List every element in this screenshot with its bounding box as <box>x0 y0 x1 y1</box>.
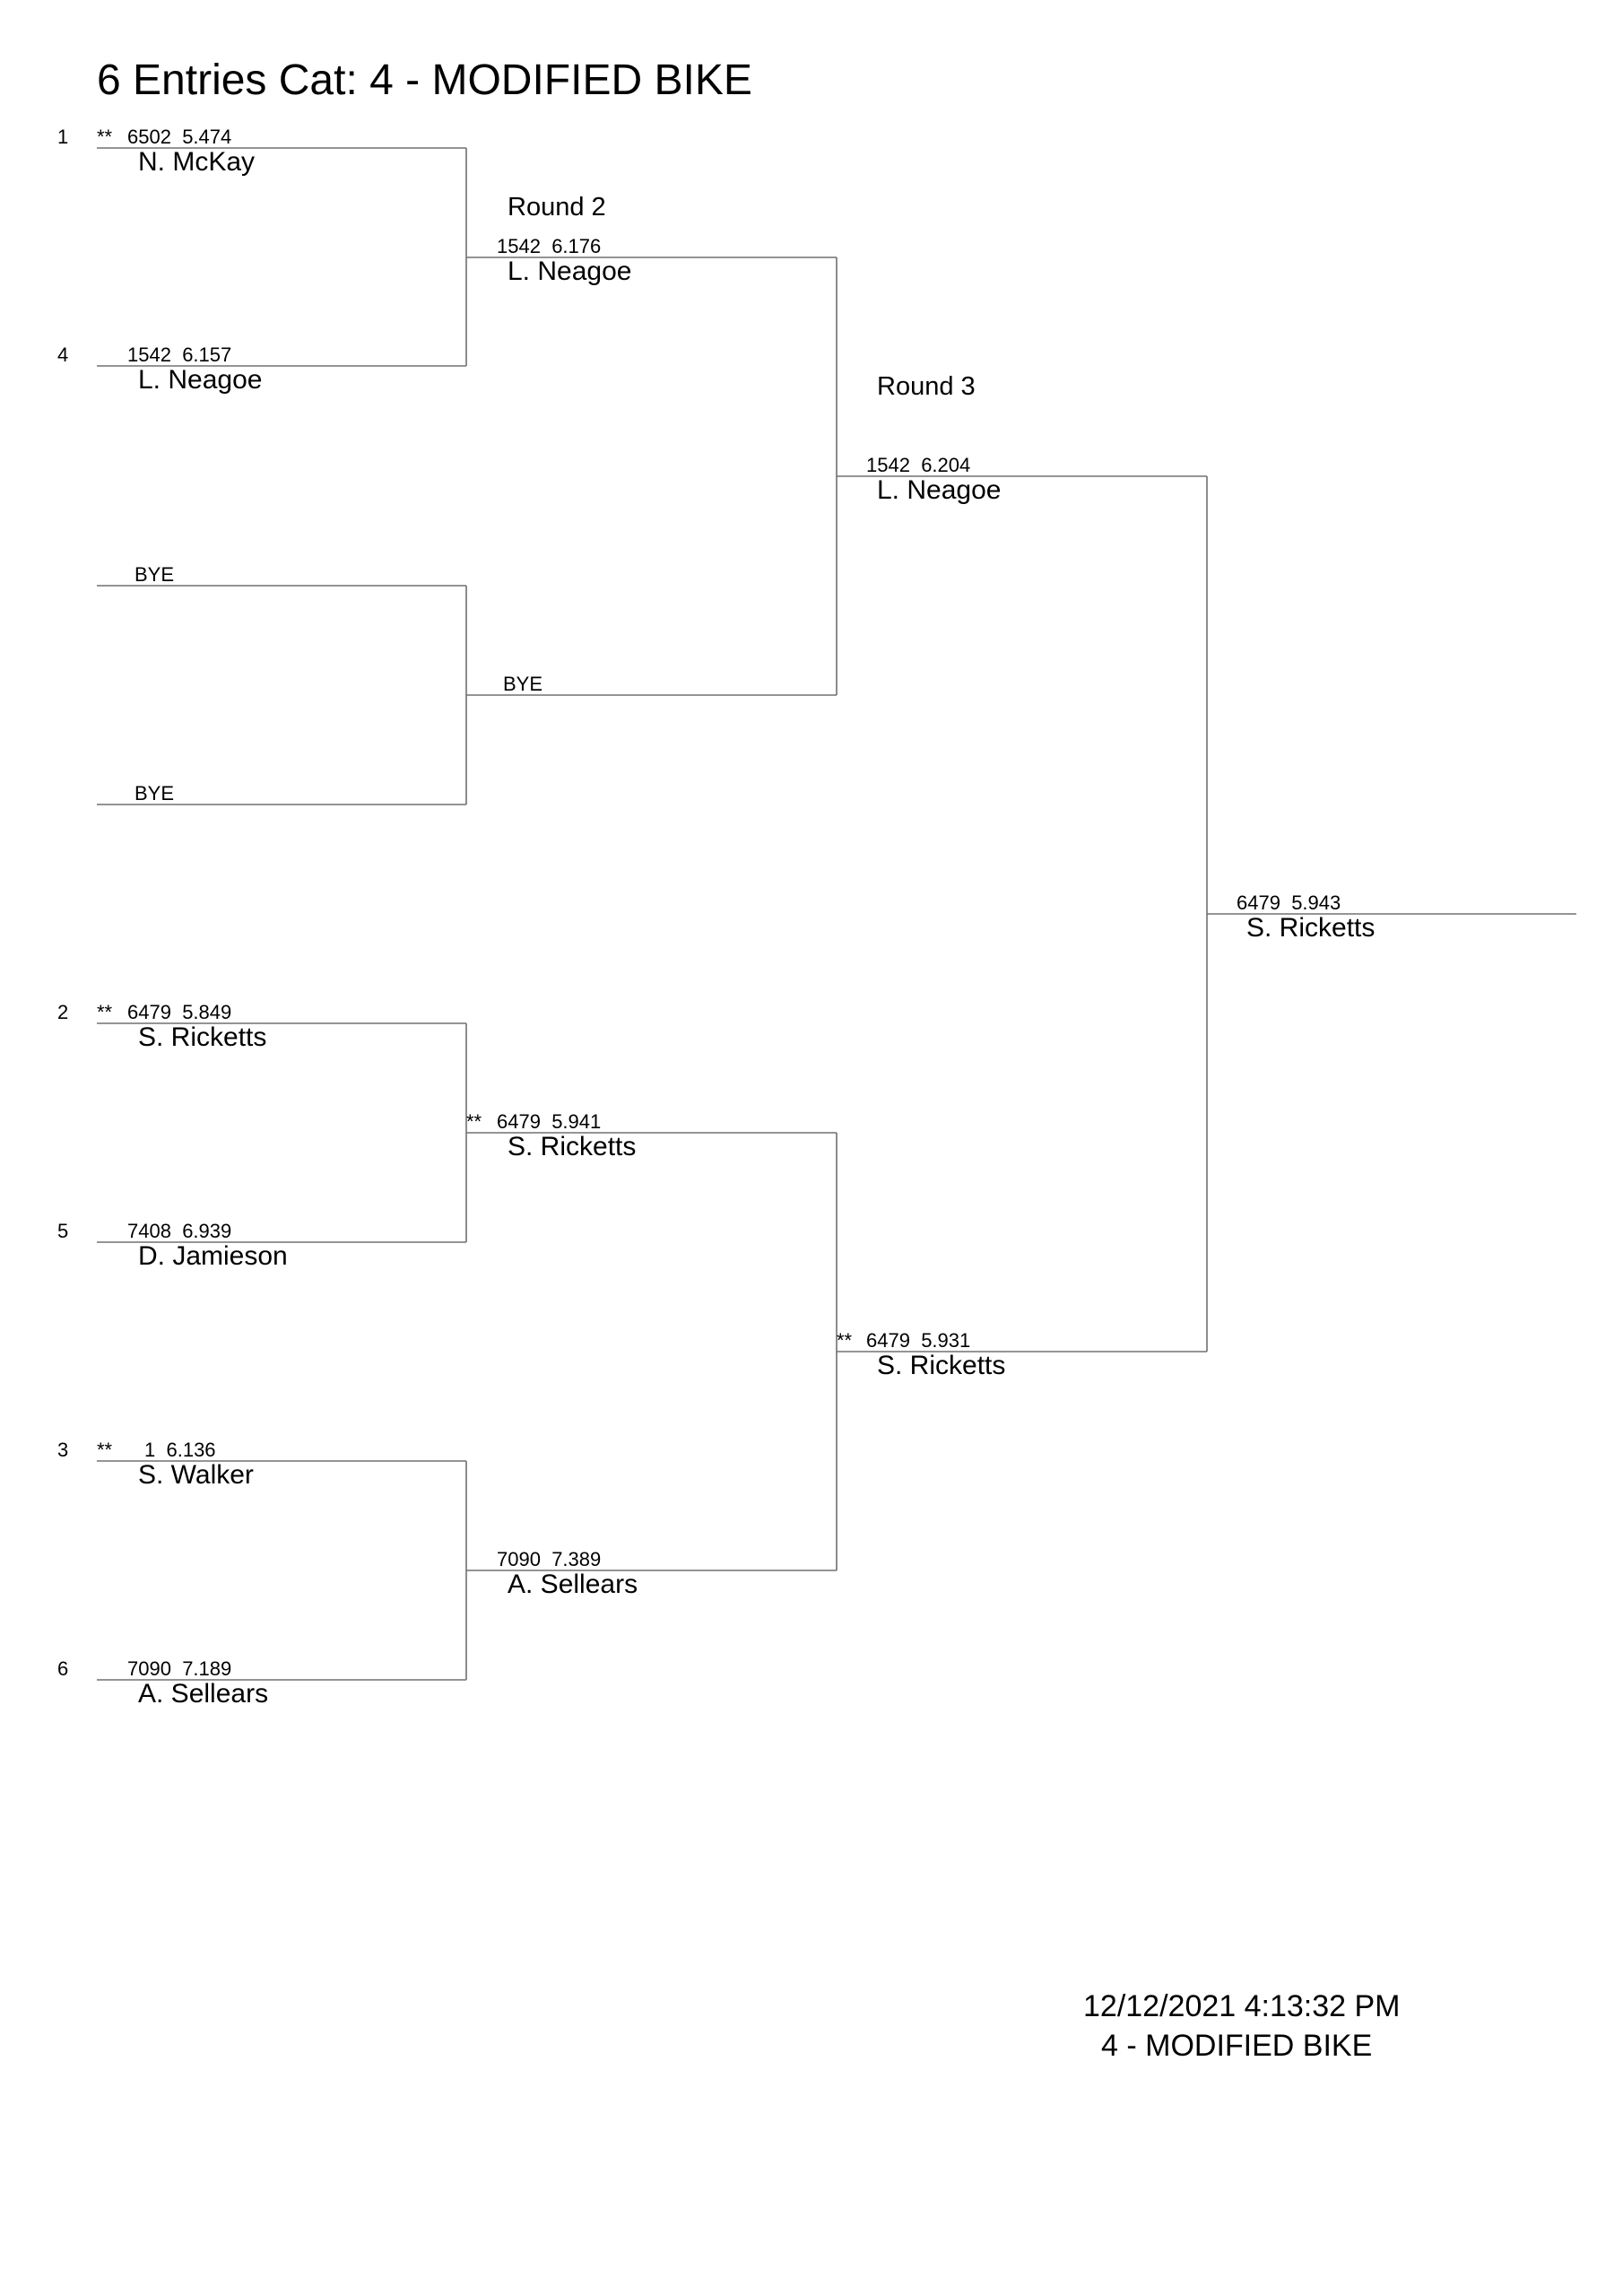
entry-flag: ** <box>97 1001 113 1023</box>
bye-label: BYE <box>503 673 543 695</box>
entry-time: 5.849 <box>182 1001 232 1023</box>
entry-number-time: 6479 5.941 <box>497 1110 601 1134</box>
round3-label: Round 3 <box>877 372 976 401</box>
entry-number: 6479 <box>127 1001 171 1023</box>
seed-number: 4 <box>57 344 69 366</box>
entry-time: 5.474 <box>182 126 232 148</box>
entry-name: A. Sellears <box>508 1570 638 1599</box>
entry-name: L. Neagoe <box>138 365 263 395</box>
entry-number: 6479 <box>1237 891 1280 914</box>
entry-number: 7090 <box>497 1548 541 1570</box>
entry-time: 6.157 <box>182 344 232 366</box>
entry-time: 5.943 <box>1291 891 1341 914</box>
entry-number-time: 6479 5.849 <box>127 1001 231 1024</box>
entry-number-time: 6479 5.931 <box>866 1329 970 1352</box>
entry-flag: ** <box>97 126 113 148</box>
seed-number: 2 <box>57 1001 69 1023</box>
entry-number: 7408 <box>127 1220 171 1242</box>
entry-flag: ** <box>466 1110 482 1133</box>
entry-number: 1 <box>144 1439 156 1461</box>
entry-name: D. Jamieson <box>138 1241 288 1271</box>
entry-time: 6.136 <box>166 1439 216 1461</box>
footer-category: 4 - MODIFIED BIKE <box>1101 2029 1373 2063</box>
entry-time: 7.389 <box>551 1548 602 1570</box>
entry-time: 6.204 <box>921 454 971 476</box>
entry-number-time: 1542 6.204 <box>866 454 970 477</box>
entry-number: 1542 <box>866 454 910 476</box>
entry-name: N. McKay <box>138 147 256 177</box>
entry-time: 5.941 <box>551 1110 602 1133</box>
entry-name: L. Neagoe <box>508 257 632 286</box>
entry-name: L. Neagoe <box>877 475 1002 505</box>
entry-number-time: 1 6.136 <box>144 1439 216 1462</box>
entry-name: S. Walker <box>138 1460 254 1490</box>
entry-number: 6479 <box>497 1110 541 1133</box>
entry-number-time: 1542 6.157 <box>127 344 231 367</box>
entry-number-time: 7408 6.939 <box>127 1220 231 1243</box>
entry-number: 6502 <box>127 126 171 148</box>
entry-name: S. Ricketts <box>1246 913 1376 943</box>
entry-number-time: 1542 6.176 <box>497 235 601 258</box>
bye-label: BYE <box>135 563 175 586</box>
entry-name: S. Ricketts <box>138 1022 267 1052</box>
entry-flag: ** <box>837 1329 853 1352</box>
footer-timestamp: 12/12/2021 4:13:32 PM <box>1083 1989 1401 2023</box>
seed-number: 5 <box>57 1220 69 1242</box>
seed-number: 3 <box>57 1439 69 1461</box>
seed-number: 6 <box>57 1657 69 1680</box>
entry-name: S. Ricketts <box>508 1132 637 1161</box>
entry-number-time: 7090 7.189 <box>127 1657 231 1681</box>
seed-number: 1 <box>57 126 69 148</box>
round2-label: Round 2 <box>508 193 606 222</box>
entry-number-time: 6502 5.474 <box>127 126 231 149</box>
entry-number-time: 7090 7.389 <box>497 1548 601 1571</box>
entry-number: 1542 <box>497 235 541 257</box>
entry-time: 6.176 <box>551 235 602 257</box>
entry-time: 5.931 <box>921 1329 971 1352</box>
entry-time: 6.939 <box>182 1220 232 1242</box>
entry-number: 1542 <box>127 344 171 366</box>
entry-name: S. Ricketts <box>877 1351 1006 1380</box>
entry-time: 7.189 <box>182 1657 232 1680</box>
entry-number: 6479 <box>866 1329 910 1352</box>
entry-flag: ** <box>97 1439 113 1461</box>
entry-number-time: 6479 5.943 <box>1237 891 1341 915</box>
bye-label: BYE <box>135 782 175 804</box>
entry-name: A. Sellears <box>138 1679 269 1709</box>
page-title: 6 Entries Cat: 4 - MODIFIED BIKE <box>97 57 752 104</box>
entry-number: 7090 <box>127 1657 171 1680</box>
